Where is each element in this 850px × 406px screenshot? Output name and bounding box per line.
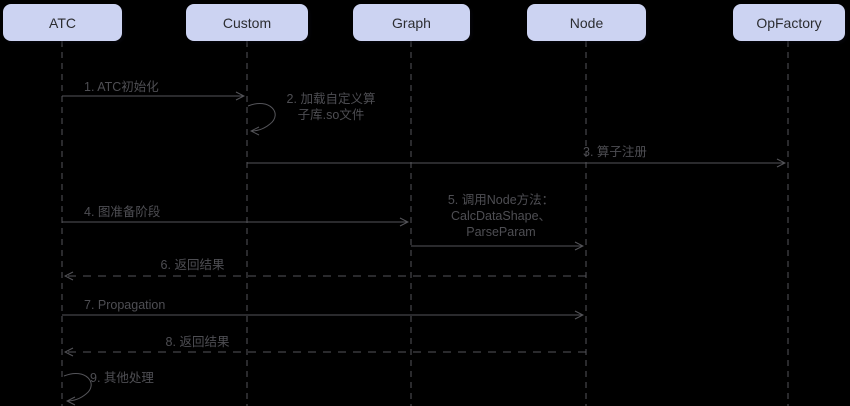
- message-label-8: 8. 返回结果: [165, 335, 230, 349]
- participant-opfactory: OpFactory: [733, 4, 845, 41]
- participant-node: Node: [527, 4, 646, 41]
- message-label-4: 4. 图准备阶段: [84, 205, 161, 219]
- participant-custom: Custom: [186, 4, 308, 41]
- message-label-6: 6. 返回结果: [160, 258, 225, 272]
- message-label-3: 3. 算子注册: [583, 145, 647, 159]
- arrow-msg-2-self-loop: [247, 103, 276, 131]
- participant-graph: Graph: [353, 4, 470, 41]
- message-label-5: 5. 调用Node方法： CalcDataShape、 ParseParam: [447, 193, 555, 239]
- message-label-7: 7. Propagation: [84, 298, 166, 312]
- participant-atc: ATC: [3, 4, 122, 41]
- arrow-msg-9-self-loop: [63, 373, 92, 401]
- message-label-2: 2. 加载自定义算 子库.so文件: [286, 92, 376, 122]
- message-label-1: 1. ATC初始化: [84, 80, 159, 94]
- message-label-9: 9. 其他处理: [90, 371, 154, 385]
